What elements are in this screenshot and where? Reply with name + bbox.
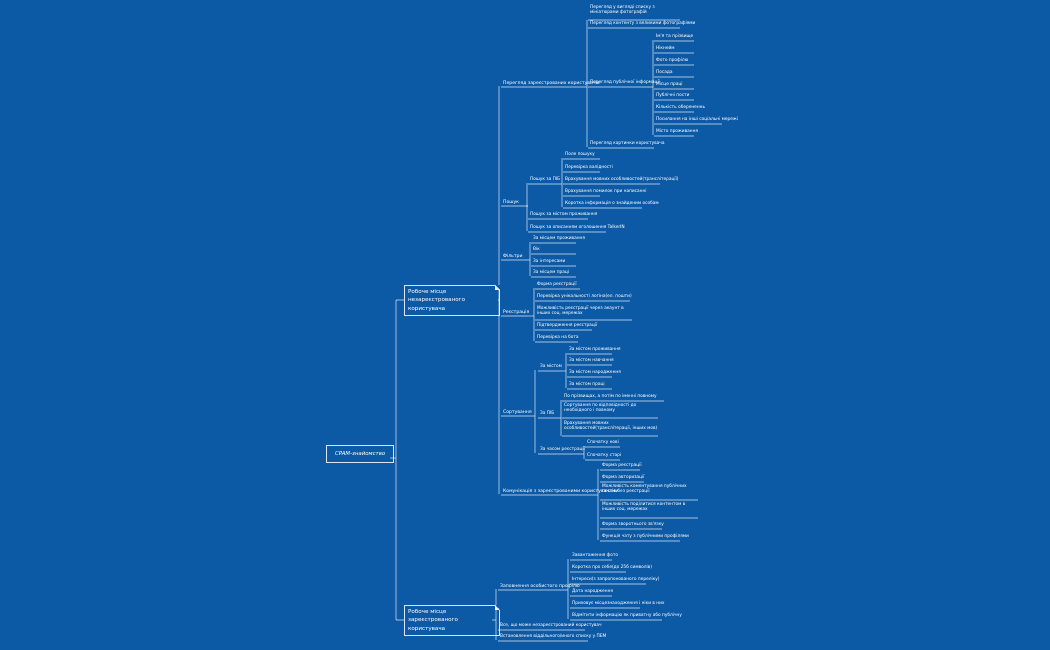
leaf-node[interactable]: Кількість оберененнь [656, 105, 705, 110]
leaf-node[interactable]: Можливість коментування публічних постів… [602, 484, 687, 494]
subtopic-node[interactable]: За містом [540, 364, 562, 369]
leaf-node[interactable]: Пошук за містом проживання [530, 212, 598, 217]
topic-node[interactable]: Заповнення особистого профілю [500, 584, 580, 589]
topic-node[interactable]: Пошук [503, 200, 519, 205]
leaf-node[interactable]: Підтвердження реєстрації [537, 323, 598, 328]
leaf-node[interactable]: Короткa інформація о знайденим особам [565, 201, 659, 206]
subtopic-node[interactable]: За часом реєстрації [540, 447, 585, 452]
subtopic-node[interactable]: За ПІБ [540, 411, 555, 416]
leaf-node[interactable]: Поле пошуку [565, 152, 595, 157]
leaf-node[interactable]: Приховує місцезнаходження і ніки в них [572, 601, 665, 606]
leaf-node[interactable]: Публічні пости [656, 93, 690, 98]
leaf-node[interactable]: Перевірка валідності [565, 165, 613, 170]
leaf-node[interactable]: За місцем праці [533, 270, 570, 275]
leaf-node[interactable]: За містом навчання [569, 358, 614, 363]
leaf-node[interactable]: Вік [533, 247, 540, 252]
leaf-node[interactable]: Відмітити інформацію як приватну або пуб… [572, 613, 682, 618]
leaf-node[interactable]: Врахування помилок при написанні [565, 189, 647, 194]
leaf-node[interactable]: Можливість реєстрації через акаунт в інш… [537, 306, 624, 316]
leaf-node[interactable]: Перегляд у вигляді списку з мініатюрами … [590, 5, 655, 15]
leaf-node[interactable]: Інтереси(з запропонованого переліку) [572, 577, 660, 582]
subtopic-node[interactable]: Перегляд публічної інформації [590, 80, 660, 85]
leaf-node[interactable]: Форма зворотнього зв'язку [602, 522, 664, 527]
leaf-node[interactable]: Перегляд контенту з великими фотографіям… [590, 21, 696, 26]
subtopic-node[interactable]: Пошук за ПІБ [530, 177, 561, 182]
topic-node[interactable]: Фільтри [503, 254, 523, 259]
leaf-node[interactable]: Перевірка на бота [537, 335, 579, 340]
leaf-node[interactable]: Врахування мовних особливостей(трансліте… [564, 421, 658, 431]
leaf-node[interactable]: Завантаження фото [572, 553, 619, 558]
leaf-node[interactable]: За містом народження [569, 370, 621, 375]
leaf-node[interactable]: За містом праці [569, 382, 605, 387]
branch-registered[interactable]: Робоче місце зареєстрованого користувача [404, 605, 500, 637]
leaf-node[interactable]: Посада [656, 70, 673, 75]
leaf-node[interactable]: Місце праці [656, 82, 683, 87]
leaf-node[interactable]: По прізвищах, а потім по іменні повному [564, 394, 657, 399]
leaf-node[interactable]: Форма авторизації [602, 475, 645, 480]
leaf-node[interactable]: За місцем проживання [533, 236, 585, 241]
topic-node[interactable]: Реєстрація [503, 310, 530, 315]
leaf-node[interactable]: Пошук за описанням оголошення TalkerIN [530, 225, 625, 230]
leaf-node[interactable]: Можливість поділитися контентом в інших … [602, 502, 686, 512]
leaf-node[interactable]: Встановлення віддільного/иного списку у … [500, 634, 607, 639]
branch-unregistered[interactable]: Робоче місце незареєстрованого користува… [404, 285, 500, 317]
leaf-node[interactable]: Фото профілю [656, 58, 689, 63]
leaf-node[interactable]: Нікнейм [656, 46, 675, 51]
leaf-node[interactable]: За інтересами [533, 259, 566, 264]
topic-node[interactable]: Сортування [503, 410, 532, 415]
leaf-node[interactable]: Місто проживання [656, 129, 698, 134]
leaf-node[interactable]: За містом проживання [569, 347, 621, 352]
leaf-node[interactable]: Перевірка унікальності логіна(ел. пошти) [537, 294, 632, 299]
leaf-node[interactable]: Короткa про себе(до 256 символів) [572, 565, 652, 570]
leaf-node[interactable]: Спочатку старі [587, 453, 622, 458]
leaf-node[interactable]: Сортування по відповідності до необхідно… [564, 403, 637, 413]
leaf-node[interactable]: Ім'я та прізвище [656, 34, 694, 39]
topic-node[interactable]: Комунікація з зареєстрованими користувач… [503, 489, 619, 494]
topic-node[interactable]: Перегляд зареєстрованих користувачів [503, 81, 600, 86]
subtopic-node[interactable]: Перегляд картинки користувача [590, 141, 665, 146]
leaf-node[interactable]: Врахування мовних особливостей(трансліте… [565, 177, 679, 182]
leaf-node[interactable]: Дата народження [572, 589, 613, 594]
leaf-node[interactable]: Форма реєстрації [602, 463, 642, 468]
leaf-node[interactable]: Все, що може незареєстрований користувач [500, 623, 602, 628]
root-node[interactable]: CPAM-знайомство [326, 445, 395, 464]
leaf-node[interactable]: Спочатку нові [587, 440, 619, 445]
leaf-node[interactable]: Функція чату з публічними профілями [602, 534, 689, 539]
leaf-node[interactable]: Посилання на інші соціальні мережі [656, 117, 738, 122]
leaf-node[interactable]: Форма реєстрації [537, 282, 577, 287]
